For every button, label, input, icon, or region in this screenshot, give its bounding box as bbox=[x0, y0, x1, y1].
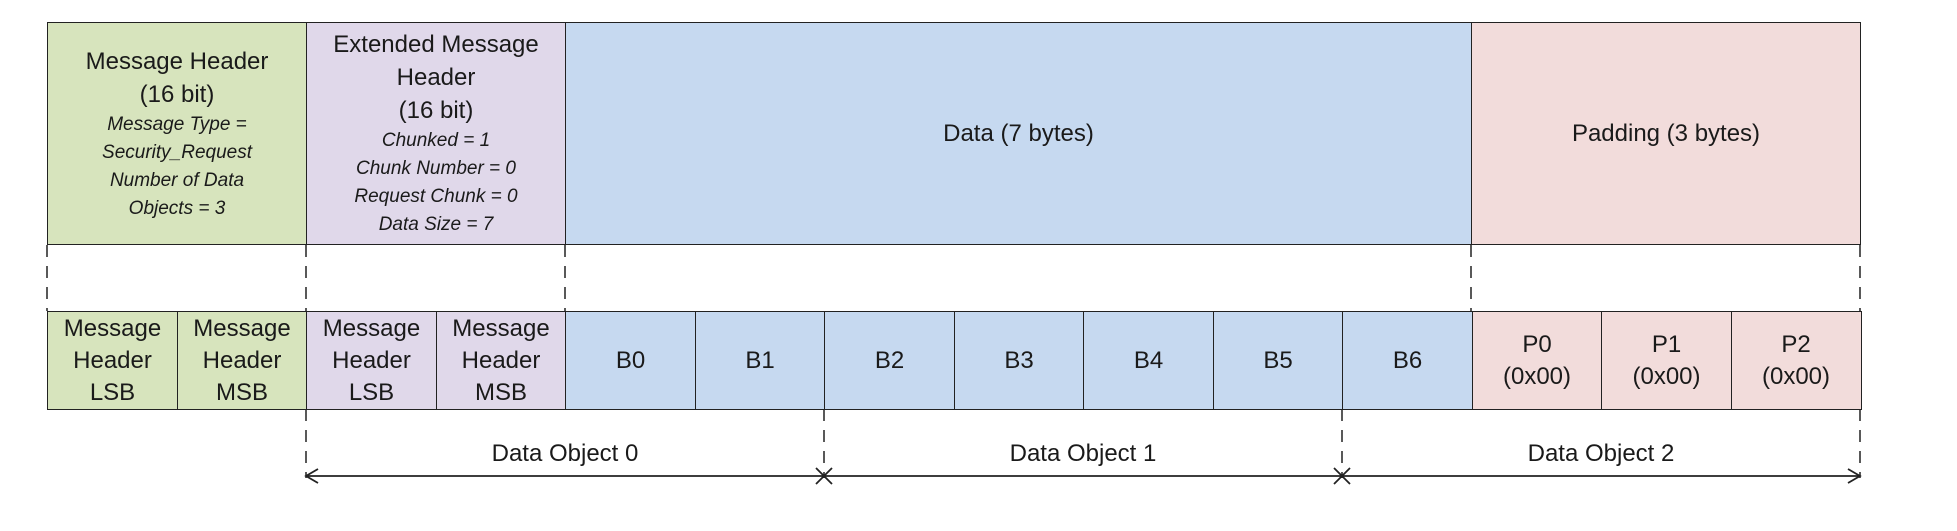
extended-header-detail-1: Chunked = 1 bbox=[381, 130, 491, 151]
cross-mark-1b bbox=[815, 467, 833, 485]
byte-cell-0-line-2: LSB bbox=[89, 378, 136, 406]
byte-cell-1-line-1: Header bbox=[202, 346, 282, 374]
extended-message-header-block: Extended Message Header (16 bit) Chunked… bbox=[306, 22, 566, 245]
message-header-title-line-2: (16 bit) bbox=[139, 80, 215, 108]
byte-cell-13-line-1: (0x00) bbox=[1761, 362, 1831, 390]
byte-cell-6-line-0: B2 bbox=[874, 346, 905, 374]
byte-cell-4-line-0: B0 bbox=[615, 346, 646, 374]
message-header-block: Message Header (16 bit) Message Type = S… bbox=[47, 22, 307, 245]
byte-cell-3-line-2: MSB bbox=[474, 378, 527, 406]
byte-cell-2-line-2: LSB bbox=[348, 378, 395, 406]
byte-cell-12-line-0: P1 bbox=[1651, 330, 1682, 358]
byte-cell-2-line-0: Message bbox=[322, 314, 421, 342]
arrow-head-left bbox=[304, 468, 319, 484]
byte-cell-2-line-1: Header bbox=[332, 346, 411, 374]
data-block-label: Data (7 bytes) bbox=[943, 120, 1094, 147]
padding-block: Padding (3 bytes) bbox=[1471, 22, 1861, 245]
padding-block-label: Padding (3 bytes) bbox=[1571, 120, 1761, 147]
byte-cell-5: B1 bbox=[694, 311, 826, 410]
byte-cell-0-line-0: Message bbox=[63, 314, 162, 342]
extended-header-detail-4: Data Size = 7 bbox=[378, 214, 494, 235]
extended-header-title-line-3: (16 bit) bbox=[398, 97, 474, 124]
byte-cell-9: B5 bbox=[1212, 311, 1344, 410]
byte-cell-9-line-0: B5 bbox=[1263, 346, 1293, 374]
byte-cell-7: B3 bbox=[953, 311, 1085, 410]
byte-cell-11-line-0: P0 bbox=[1522, 330, 1552, 358]
extended-header-title-line-1: Extended Message bbox=[333, 31, 539, 58]
data-object-0-label: Data Object 0 bbox=[491, 440, 639, 467]
arrow-head-right bbox=[1847, 468, 1862, 484]
byte-cell-4: B0 bbox=[565, 311, 696, 410]
message-header-detail-4: Objects = 3 bbox=[128, 197, 226, 219]
byte-cell-12-line-1: (0x00) bbox=[1632, 362, 1701, 390]
byte-cell-10: B6 bbox=[1342, 311, 1473, 410]
byte-cell-1-line-0: Message bbox=[193, 314, 291, 342]
data-object-1-label: Data Object 1 bbox=[1009, 440, 1157, 467]
extended-header-detail-2: Chunk Number = 0 bbox=[356, 158, 516, 179]
byte-cell-0-line-1: Header bbox=[73, 346, 152, 374]
extended-header-title-line-2: Header bbox=[396, 64, 476, 91]
byte-cell-5-line-0: B1 bbox=[745, 346, 775, 374]
byte-cell-11-line-1: (0x00) bbox=[1502, 362, 1572, 390]
byte-cell-1-line-2: MSB bbox=[215, 378, 268, 406]
byte-cell-3-line-0: Message bbox=[452, 314, 550, 342]
data-object-2-label: Data Object 2 bbox=[1527, 440, 1675, 467]
byte-cell-12: P1 (0x00) bbox=[1601, 311, 1732, 410]
message-header-detail-1: Message Type = bbox=[107, 113, 247, 135]
byte-cell-8-line-0: B4 bbox=[1133, 346, 1164, 374]
message-header-detail-3: Number of Data bbox=[109, 169, 245, 191]
data-block: Data (7 bytes) bbox=[565, 22, 1472, 245]
byte-cell-13-line-0: P2 bbox=[1781, 330, 1811, 358]
byte-cell-7-line-0: B3 bbox=[1004, 346, 1034, 374]
byte-cell-11: P0 (0x00) bbox=[1471, 311, 1603, 410]
cross-mark-2b bbox=[1333, 467, 1351, 485]
byte-cell-3-line-1: Header bbox=[461, 346, 541, 374]
byte-cell-10-line-0: B6 bbox=[1392, 346, 1423, 374]
message-header-title-line-1: Message Header bbox=[85, 47, 269, 75]
message-header-detail-2: Security_Request bbox=[102, 141, 252, 163]
extended-header-detail-3: Request Chunk = 0 bbox=[354, 186, 518, 207]
byte-cell-13: P2 (0x00) bbox=[1730, 311, 1862, 410]
